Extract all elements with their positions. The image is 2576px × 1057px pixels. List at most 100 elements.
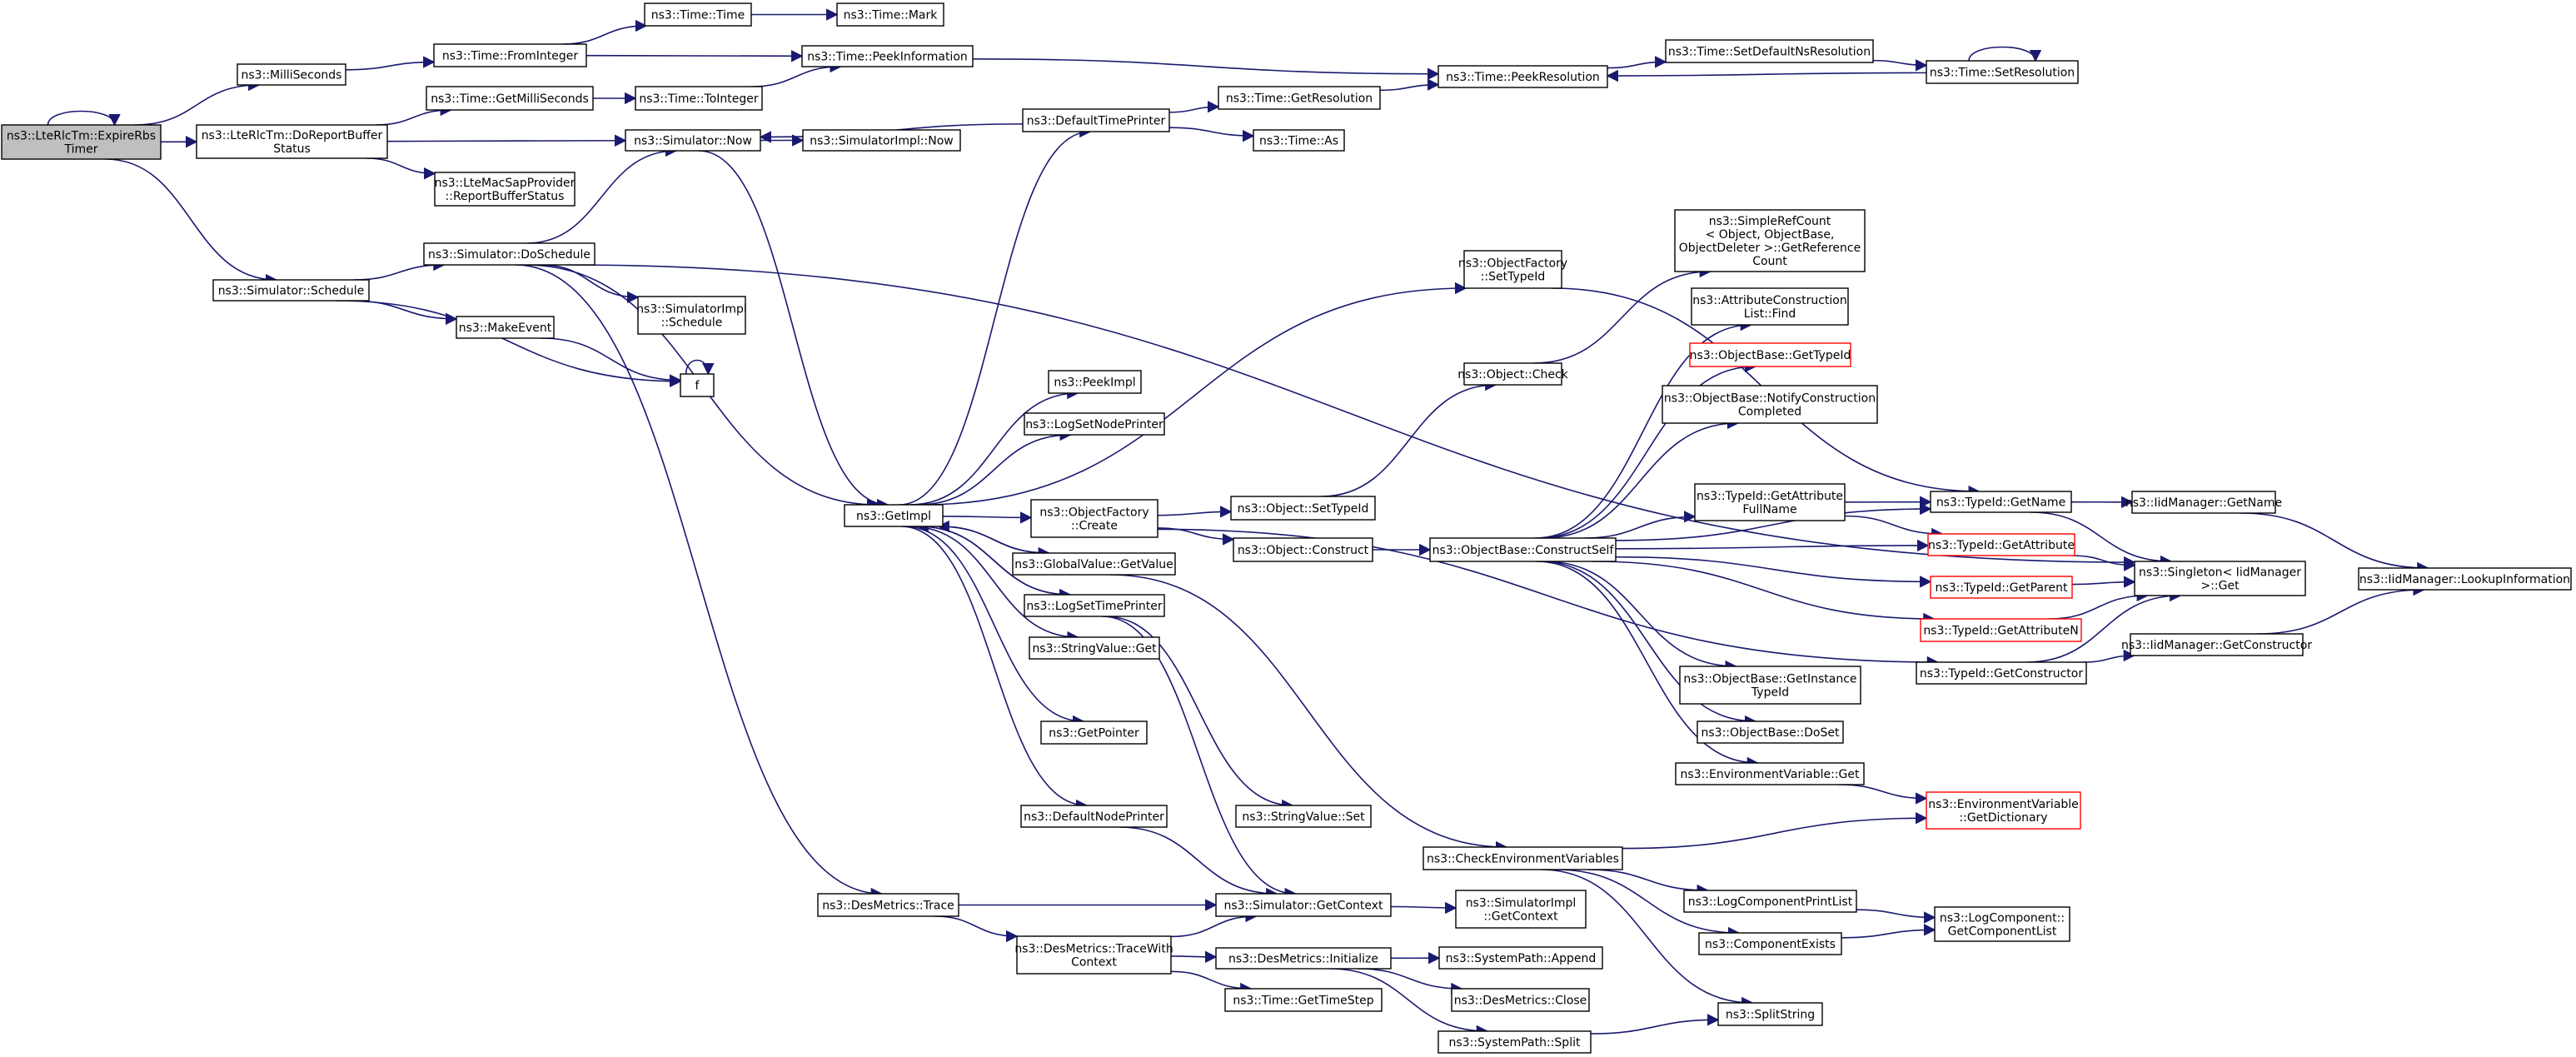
node-schedule[interactable]: ns3::Simulator::Schedule	[212, 279, 370, 302]
node-singleton[interactable]: ns3::Singleton< IidManager>::Get	[2134, 561, 2306, 596]
node-desmclose[interactable]: ns3::DesMetrics::Close	[1451, 988, 1590, 1012]
node-splitstring[interactable]: ns3::SplitString	[1717, 1002, 1823, 1026]
node-srcgetref[interactable]: ns3::SimpleRefCount< Object, ObjectBase,…	[1674, 209, 1866, 272]
node-lmsap[interactable]: ns3::LteMacSapProvider::ReportBufferStat…	[434, 172, 575, 207]
node-timemark[interactable]: ns3::Time::Mark	[836, 2, 944, 27]
node-box	[1665, 39, 1874, 63]
node-peekimpl[interactable]: ns3::PeekImpl	[1048, 370, 1142, 394]
node-box	[817, 893, 959, 917]
node-dosched[interactable]: ns3::Simulator::DoSchedule	[423, 242, 595, 266]
node-svset[interactable]: ns3::StringValue::Set	[1235, 805, 1372, 828]
node-lsnp[interactable]: ns3::LogSetNodePrinter	[1024, 412, 1165, 436]
node-timesteps[interactable]: ns3::Time::GetTimeStep	[1224, 988, 1383, 1012]
node-label-line: GetComponentList	[1948, 925, 2057, 939]
node-label-line: ns3::TypeId::GetConstructor	[1920, 667, 2083, 681]
node-simimplsched[interactable]: ns3::SimulatorImpl::Schedule	[636, 296, 747, 335]
node-dtp[interactable]: ns3::DefaultTimePrinter	[1022, 108, 1170, 132]
node-gvget[interactable]: ns3::GlobalValue::GetValue	[1012, 552, 1176, 576]
node-lcpl[interactable]: ns3::LogComponentPrintList	[1683, 890, 1857, 913]
node-getms[interactable]: ns3::Time::GetMilliSeconds	[426, 86, 594, 111]
node-label-line: ns3::ObjectBase::DoSet	[1702, 726, 1840, 740]
edge-simgetctx-to-simimplgetctx	[1390, 901, 1457, 915]
node-getres[interactable]: ns3::Time::GetResolution	[1218, 86, 1381, 110]
node-label-line: ns3::Time::ToInteger	[639, 92, 759, 106]
node-svget[interactable]: ns3::StringValue::Get	[1029, 636, 1160, 660]
edge-obconstructself-to-envget	[1535, 561, 1760, 770]
node-makeevent[interactable]: ns3::MakeEvent	[456, 316, 555, 339]
node-dnp[interactable]: ns3::DefaultNodePrinter	[1020, 805, 1168, 828]
edge-root-to-root	[47, 110, 121, 127]
node-setres[interactable]: ns3::Time::SetResolution	[1926, 60, 2079, 84]
node-objsettid[interactable]: ns3::Object::SetTypeId	[1230, 496, 1376, 521]
node-objconstruct[interactable]: ns3::Object::Construct	[1233, 537, 1373, 562]
node-label-line: ns3::Simulator::Schedule	[218, 285, 365, 298]
node-label-line: ns3::Simulator::Now	[634, 135, 752, 148]
node-tidgetattr[interactable]: ns3::TypeId::GetAttribute	[1927, 533, 2075, 556]
node-iidgetname[interactable]: ns3::IidManager::GetName	[2125, 491, 2282, 514]
node-simimplnow[interactable]: ns3::SimulatorImpl::Now	[802, 129, 961, 152]
node-simgetctx[interactable]: ns3::Simulator::GetContext	[1215, 893, 1392, 917]
node-ofsettid[interactable]: ns3::ObjectFactory::SetTypeId	[1458, 250, 1567, 289]
edge-dosched-to-simnow	[526, 144, 678, 244]
node-label-line: ns3::DesMetrics::Trace	[822, 900, 954, 913]
node-envgetdict[interactable]: ns3::EnvironmentVariable::GetDictionary	[1926, 791, 2081, 830]
node-timetime[interactable]: ns3::Time::Time	[644, 2, 752, 27]
node-fromint[interactable]: ns3::Time::FromInteger	[433, 43, 587, 67]
edge-getimpl-to-ofcreate	[942, 511, 1033, 524]
node-box	[801, 45, 974, 67]
node-f[interactable]: f	[680, 373, 715, 397]
node-obnotify[interactable]: ns3::ObjectBase::NotifyConstructionCompl…	[1662, 385, 1878, 424]
node-getimpl[interactable]: ns3::GetImpl	[844, 504, 944, 527]
node-spsplit[interactable]: ns3::SystemPath::Split	[1437, 1030, 1592, 1054]
edge-doreport-to-getms	[376, 103, 453, 126]
node-millis[interactable]: ns3::MilliSeconds	[237, 63, 346, 86]
node-compexists[interactable]: ns3::ComponentExists	[1698, 932, 1842, 955]
node-peekres[interactable]: ns3::Time::PeekResolution	[1437, 65, 1608, 88]
node-lcgetlist[interactable]: ns3::LogComponent::GetComponentList	[1934, 906, 2070, 942]
node-simimplgetctx[interactable]: ns3::SimulatorImpl::GetContext	[1455, 890, 1587, 929]
node-getptr[interactable]: ns3::GetPointer	[1040, 720, 1148, 745]
node-box	[1048, 370, 1142, 394]
node-label-line: ns3::TypeId::GetParent	[1936, 581, 2068, 595]
node-timeas[interactable]: ns3::Time::As	[1253, 129, 1345, 152]
node-label-line: ns3::SimulatorImpl	[636, 303, 747, 317]
node-box	[1926, 60, 2079, 84]
node-obconstructself[interactable]: ns3::ObjectBase::ConstructSelf	[1429, 537, 1617, 562]
node-iidlookup[interactable]: ns3::IidManager::LookupInformation	[2358, 567, 2572, 591]
node-iidgetctor[interactable]: ns3::IidManager::GetConstructor	[2121, 633, 2312, 656]
node-ofcreate[interactable]: ns3::ObjectFactory::Create	[1030, 499, 1158, 538]
node-desminit[interactable]: ns3::DesMetrics::Initialize	[1215, 947, 1392, 970]
node-box	[1024, 594, 1165, 617]
edge-lstp-to-svset	[1104, 616, 1294, 812]
node-tidgetparent[interactable]: ns3::TypeId::GetParent	[1930, 576, 2073, 599]
node-box	[1697, 720, 1844, 744]
node-label-line: < Object, ObjectBase,	[1706, 228, 1835, 242]
node-box	[635, 86, 763, 111]
node-tidgetattrn[interactable]: ns3::TypeId::GetAttributeN	[1920, 618, 2082, 642]
node-label-line: ns3::Object::Construct	[1238, 544, 1369, 557]
node-setdefns[interactable]: ns3::Time::SetDefaultNsResolution	[1665, 39, 1874, 63]
node-peekinfo[interactable]: ns3::Time::PeekInformation	[801, 45, 974, 67]
edge-millis-to-fromint	[345, 56, 436, 71]
node-box	[426, 86, 594, 111]
node-spappend[interactable]: ns3::SystemPath::Append	[1438, 946, 1603, 970]
node-obdoset[interactable]: ns3::ObjectBase::DoSet	[1697, 720, 1844, 744]
node-obgettid[interactable]: ns3::ObjectBase::GetTypeId	[1689, 342, 1851, 367]
node-toint[interactable]: ns3::Time::ToInteger	[635, 86, 763, 111]
node-simnow[interactable]: ns3::Simulator::Now	[625, 129, 761, 152]
node-checkenv[interactable]: ns3::CheckEnvironmentVariables	[1423, 846, 1623, 870]
node-objcheck[interactable]: ns3::Object::Check	[1457, 362, 1569, 386]
node-lstp[interactable]: ns3::LogSetTimePrinter	[1024, 594, 1165, 617]
node-tidgetctor[interactable]: ns3::TypeId::GetConstructor	[1916, 661, 2087, 685]
node-box	[1683, 890, 1857, 913]
node-label-line: ns3::Time::Mark	[844, 9, 939, 22]
node-desmtrace[interactable]: ns3::DesMetrics::Trace	[817, 893, 959, 917]
node-envget[interactable]: ns3::EnvironmentVariable::Get	[1675, 762, 1865, 785]
node-tidgetname[interactable]: ns3::TypeId::GetName	[1930, 491, 2072, 513]
